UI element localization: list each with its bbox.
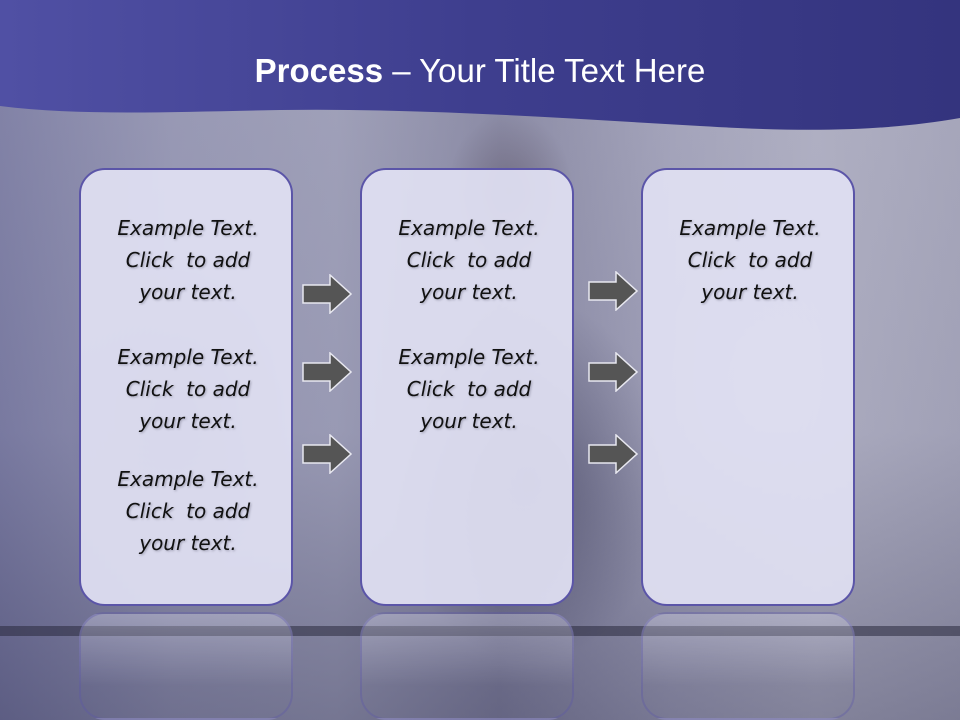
text-placeholder[interactable]: Example Text. Click to add your text. <box>362 341 576 437</box>
process-step-2[interactable]: Example Text. Click to add your text. Ex… <box>360 168 574 606</box>
placeholder-line: Example Text. <box>117 345 259 369</box>
placeholder-line: Example Text. <box>679 216 821 240</box>
text-placeholder[interactable]: Example Text. Click to add your text. <box>362 212 576 308</box>
text-placeholder[interactable]: Example Text. Click to add your text. <box>81 341 295 437</box>
placeholder-line: Example Text. <box>117 216 259 240</box>
text-placeholder[interactable]: Example Text. Click to add your text. <box>81 212 295 308</box>
box-reflection <box>360 612 574 720</box>
placeholder-line: your text. <box>139 280 237 304</box>
right-arrow-icon <box>302 434 352 474</box>
box-reflection <box>641 612 855 720</box>
header-banner <box>0 0 960 130</box>
placeholder-line: Click to add <box>406 248 532 272</box>
placeholder-line: Example Text. <box>398 216 540 240</box>
right-arrow-icon <box>588 271 638 311</box>
placeholder-line: Click to add <box>125 377 251 401</box>
title-bold: Process <box>254 52 384 89</box>
placeholder-line: Example Text. <box>398 345 540 369</box>
text-placeholder[interactable]: Example Text. Click to add your text. <box>81 463 295 559</box>
placeholder-line: your text. <box>139 409 237 433</box>
placeholder-line: your text. <box>701 280 799 304</box>
placeholder-line: Click to add <box>687 248 813 272</box>
right-arrow-icon <box>302 274 352 314</box>
placeholder-line: Example Text. <box>117 467 259 491</box>
right-arrow-icon <box>588 434 638 474</box>
text-placeholder[interactable]: Example Text. Click to add your text. <box>643 212 857 308</box>
title-rest: – Your Title Text Here <box>392 52 706 89</box>
placeholder-line: your text. <box>139 531 237 555</box>
box-reflection <box>79 612 293 720</box>
process-step-1[interactable]: Example Text. Click to add your text. Ex… <box>79 168 293 606</box>
placeholder-line: Click to add <box>406 377 532 401</box>
background-rail <box>0 626 960 636</box>
placeholder-line: your text. <box>420 280 518 304</box>
page-title: Process – Your Title Text Here <box>0 52 960 90</box>
process-step-3[interactable]: Example Text. Click to add your text. <box>641 168 855 606</box>
placeholder-line: Click to add <box>125 499 251 523</box>
placeholder-line: your text. <box>420 409 518 433</box>
right-arrow-icon <box>588 352 638 392</box>
right-arrow-icon <box>302 352 352 392</box>
placeholder-line: Click to add <box>125 248 251 272</box>
